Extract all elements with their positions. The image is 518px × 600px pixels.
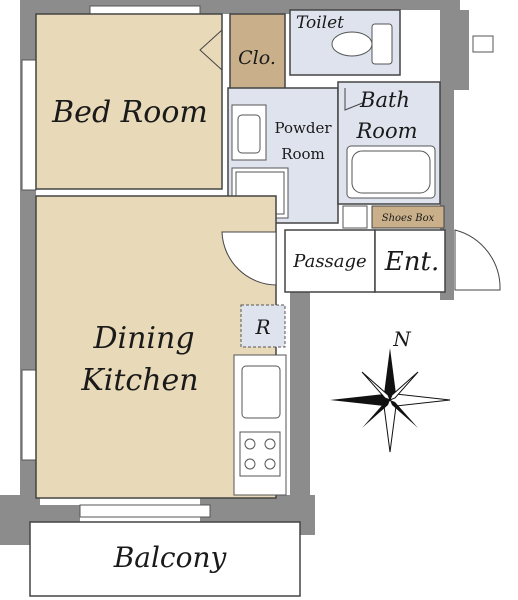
closet [229,13,286,97]
small-cabinet [342,205,368,229]
kitchen-sink [241,365,281,419]
dining-door-swing [221,231,277,286]
gas-stove [239,431,281,477]
entrance [374,229,446,293]
washbasin [231,104,267,161]
compass-rose-icon [330,348,451,453]
closet-label: Clo. [238,47,276,69]
entrance-door-swing [454,229,501,291]
shoes-box-label: Shoes Box [382,213,435,224]
powder-room-label-line1: Powder [274,119,332,137]
refrigerator-space [240,304,286,348]
toilet-label: Toilet [296,13,344,33]
dining-label-line1: Dining [92,321,194,356]
refrigerator-label: R [254,315,270,339]
windows-left [21,5,211,518]
passage-label: Passage [292,251,366,272]
bath-door-swing [344,88,366,111]
dining-label-line2: Kitchen [80,363,198,398]
bed-room-floor [35,13,223,190]
entrance-label: Ent. [384,247,439,277]
bath-room-label-line2: Room [355,119,417,143]
closet-door-swing [199,29,223,71]
passage [284,229,376,293]
bed-room-label: Bed Room [51,95,208,130]
powder-room-label-line2: Room [281,145,325,163]
north-label: N [392,327,412,351]
balcony-label: Balcony [113,541,228,574]
balcony [29,521,301,597]
meter-box [472,35,494,53]
kitchen-counter [233,354,287,496]
toilet-fixture [331,23,393,65]
bathtub [346,145,436,199]
shoes-box [371,205,445,229]
bath-room-label-line1: Bath [359,88,410,112]
